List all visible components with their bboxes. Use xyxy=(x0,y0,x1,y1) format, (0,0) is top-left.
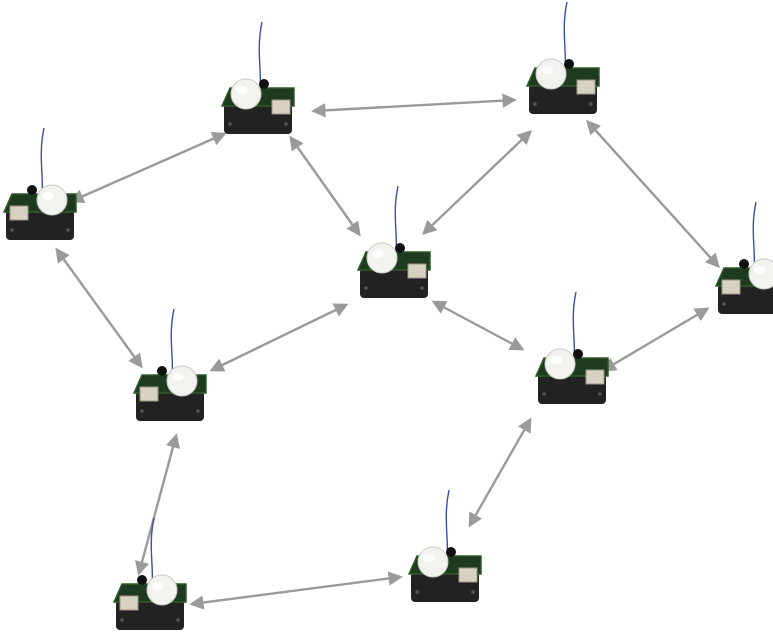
link-arrow xyxy=(209,303,349,372)
pir-dome xyxy=(36,184,68,216)
pir-sensor-node-icon xyxy=(220,21,295,134)
pir-sensor-node-icon xyxy=(525,1,600,114)
sensor-component xyxy=(446,547,456,557)
link-arrow xyxy=(431,300,525,351)
link-arrow xyxy=(421,130,533,235)
screw-hole xyxy=(10,228,14,232)
sensor-component xyxy=(157,366,167,376)
link-arrow xyxy=(55,247,143,369)
pir-sensor-node-icon xyxy=(407,489,482,602)
screw-hole xyxy=(66,228,70,232)
pir-dome-highlight xyxy=(372,250,384,258)
sensor-connector xyxy=(585,369,605,385)
pir-sensor-node-icon xyxy=(132,308,207,421)
screw-hole xyxy=(120,618,124,622)
screw-hole xyxy=(415,590,419,594)
pir-dome-highlight xyxy=(172,373,184,381)
pir-sensor-node-icon xyxy=(112,517,187,630)
screw-hole xyxy=(533,102,537,106)
pir-sensor-node-icon xyxy=(534,291,609,404)
pir-sensor-node-icon xyxy=(2,127,77,240)
screw-hole xyxy=(589,102,593,106)
pir-dome-highlight xyxy=(152,582,164,590)
link-arrow xyxy=(135,433,180,576)
link-arrow xyxy=(468,417,532,528)
sensor-connector xyxy=(458,567,478,583)
screw-hole xyxy=(722,302,726,306)
pir-dome xyxy=(417,546,449,578)
pir-dome xyxy=(230,78,262,110)
pir-dome xyxy=(535,58,567,90)
link-arrow xyxy=(601,307,710,372)
screw-hole xyxy=(420,286,424,290)
screw-hole xyxy=(598,392,602,396)
screw-hole xyxy=(196,409,200,413)
pir-dome xyxy=(146,574,178,606)
link-arrow xyxy=(189,571,403,610)
sensor-connector xyxy=(119,595,139,611)
pir-dome-highlight xyxy=(754,266,766,274)
screw-hole xyxy=(176,618,180,622)
screw-hole xyxy=(364,286,368,290)
link-arrow xyxy=(289,135,361,237)
pir-dome xyxy=(544,348,576,380)
sensor-component xyxy=(395,243,405,253)
link-arrow xyxy=(69,132,227,203)
pir-dome-highlight xyxy=(550,356,562,364)
pir-dome xyxy=(166,365,198,397)
sensor-connector xyxy=(576,79,596,95)
pir-dome-highlight xyxy=(541,66,553,74)
screw-hole xyxy=(471,590,475,594)
screw-hole xyxy=(284,122,288,126)
screw-hole xyxy=(140,409,144,413)
pir-dome-highlight xyxy=(236,86,248,94)
link-arrow xyxy=(586,119,720,269)
sensor-component xyxy=(564,59,574,69)
pir-dome-highlight xyxy=(423,554,435,562)
sensor-connector xyxy=(139,386,159,402)
screw-hole xyxy=(542,392,546,396)
link-arrow xyxy=(311,93,517,118)
sensor-component xyxy=(573,349,583,359)
pir-dome-highlight xyxy=(42,192,54,200)
pir-dome xyxy=(366,242,398,274)
links-layer xyxy=(55,93,720,610)
pir-dome xyxy=(748,258,773,290)
sensor-connector xyxy=(9,205,29,221)
sensor-component xyxy=(27,185,37,195)
sensor-connector xyxy=(721,279,741,295)
sensor-component xyxy=(137,575,147,585)
pir-sensor-node-icon xyxy=(356,185,431,298)
sensor-connector xyxy=(271,99,291,115)
sensor-component xyxy=(259,79,269,89)
sensor-connector xyxy=(407,263,427,279)
screw-hole xyxy=(228,122,232,126)
pir-sensor-node-icon xyxy=(714,201,773,314)
sensor-component xyxy=(739,259,749,269)
